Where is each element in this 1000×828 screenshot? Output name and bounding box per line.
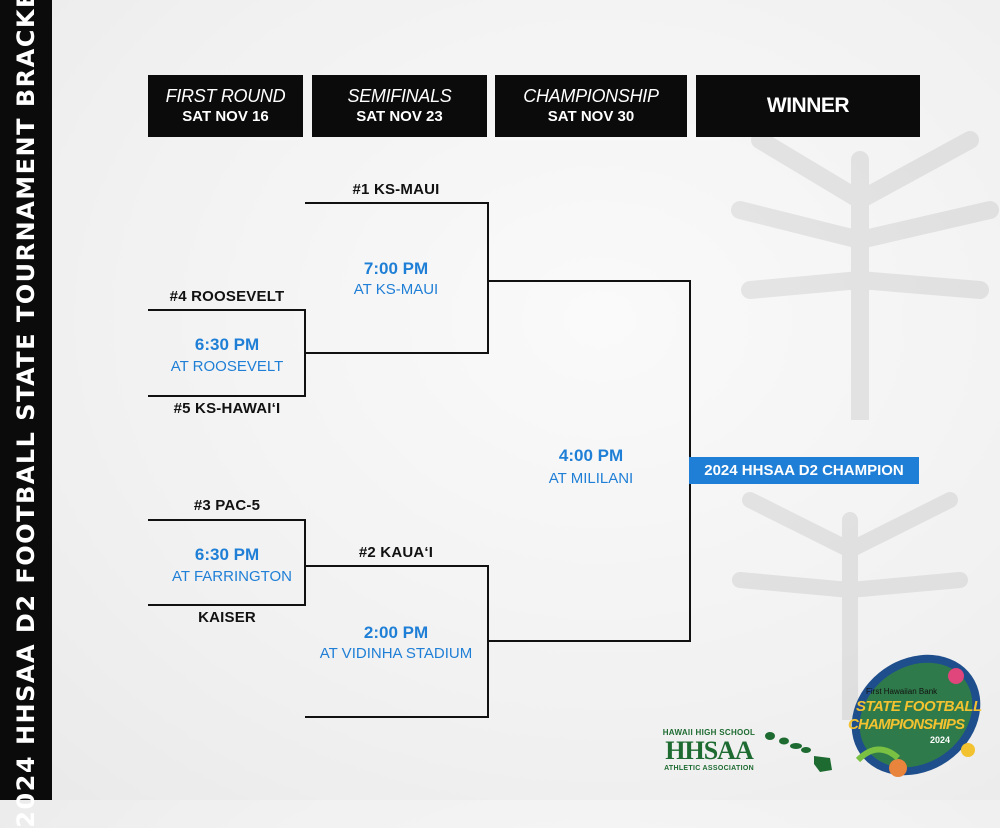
football-shape-icon xyxy=(851,654,981,777)
hhsaa-logo: HAWAII HIGH SCHOOL HHSAA ATHLETIC ASSOCI… xyxy=(652,728,766,778)
header-date: SAT NOV 30 xyxy=(547,108,635,125)
bracket-line xyxy=(148,604,305,606)
game-location: AT VIDINHA STADIUM xyxy=(319,645,473,662)
hhsaa-logo-main: HHSAA xyxy=(665,736,753,765)
sponsor-line1: STATE FOOTBALL xyxy=(856,698,982,715)
team-ks-hawaii: #5 KS-HAWAI‘I xyxy=(173,400,281,417)
palm-leaf-decoration xyxy=(731,131,999,420)
bracket-line xyxy=(488,280,690,282)
team-pac5: #3 PAC-5 xyxy=(193,497,261,514)
bracket-title: 2024 HHSAA D2 FOOTBALL STATE TOURNAMENT … xyxy=(12,0,40,828)
header-date: SAT NOV 16 xyxy=(182,108,269,125)
bracket-line xyxy=(148,395,305,397)
header-date: SAT NOV 23 xyxy=(356,108,443,125)
game-location: AT FARRINGTON xyxy=(171,568,293,585)
sponsor-year: 2024 xyxy=(930,735,951,745)
game-time: 6:30 PM xyxy=(194,335,260,354)
game-time: 4:00 PM xyxy=(558,446,624,465)
header-winner: WINNER xyxy=(696,75,920,137)
bracket-line xyxy=(487,202,489,354)
sponsor-line2: CHAMPIONSHIPS xyxy=(848,716,965,733)
bracket-line xyxy=(305,352,488,354)
palm-leaf-decoration xyxy=(732,492,968,720)
bracket-line xyxy=(148,519,305,521)
header-round-label: SEMIFINALS xyxy=(347,86,452,106)
header-first-round: FIRST ROUND SAT NOV 16 xyxy=(148,75,303,137)
bracket-line xyxy=(305,716,488,718)
game-time: 2:00 PM xyxy=(363,623,429,642)
sponsor-bank-name: First Hawaiian Bank xyxy=(866,687,938,696)
header-round-label: CHAMPIONSHIP xyxy=(523,86,659,106)
game-location: AT ROOSEVELT xyxy=(170,358,284,375)
game-time: 7:00 PM xyxy=(363,259,429,278)
team-ks-maui: #1 KS-MAUI xyxy=(352,181,440,198)
hawaiian-islands-icon xyxy=(765,732,832,772)
team-kaiser: KAISER xyxy=(198,609,256,626)
bracket-line xyxy=(488,640,690,642)
header-championship: CHAMPIONSHIP SAT NOV 30 xyxy=(495,75,687,137)
game-location: AT MILILANI xyxy=(548,470,634,487)
header-round-label: FIRST ROUND xyxy=(165,86,286,106)
bracket-line xyxy=(148,309,305,311)
sidebar: 2024 HHSAA D2 FOOTBALL STATE TOURNAMENT … xyxy=(0,0,52,828)
bracket-line xyxy=(305,202,488,204)
team-roosevelt: #4 ROOSEVELT xyxy=(169,288,285,305)
bracket-line xyxy=(305,565,488,567)
state-football-championships-logo: First Hawaiian Bank STATE FOOTBALL CHAMP… xyxy=(838,640,988,790)
team-kauai: #2 KAUA‘I xyxy=(358,544,434,561)
game-time: 6:30 PM xyxy=(194,545,260,564)
game-location: AT KS-MAUI xyxy=(353,281,439,298)
hhsaa-logo-top: HAWAII HIGH SCHOOL xyxy=(662,728,756,737)
hhsaa-logo-bottom: ATHLETIC ASSOCIATION xyxy=(664,765,754,772)
header-winner-label: WINNER xyxy=(766,94,850,117)
header-semifinals: SEMIFINALS SAT NOV 23 xyxy=(312,75,487,137)
champion-label: 2024 HHSAA D2 CHAMPION xyxy=(689,457,919,484)
bracket-line xyxy=(304,519,306,606)
